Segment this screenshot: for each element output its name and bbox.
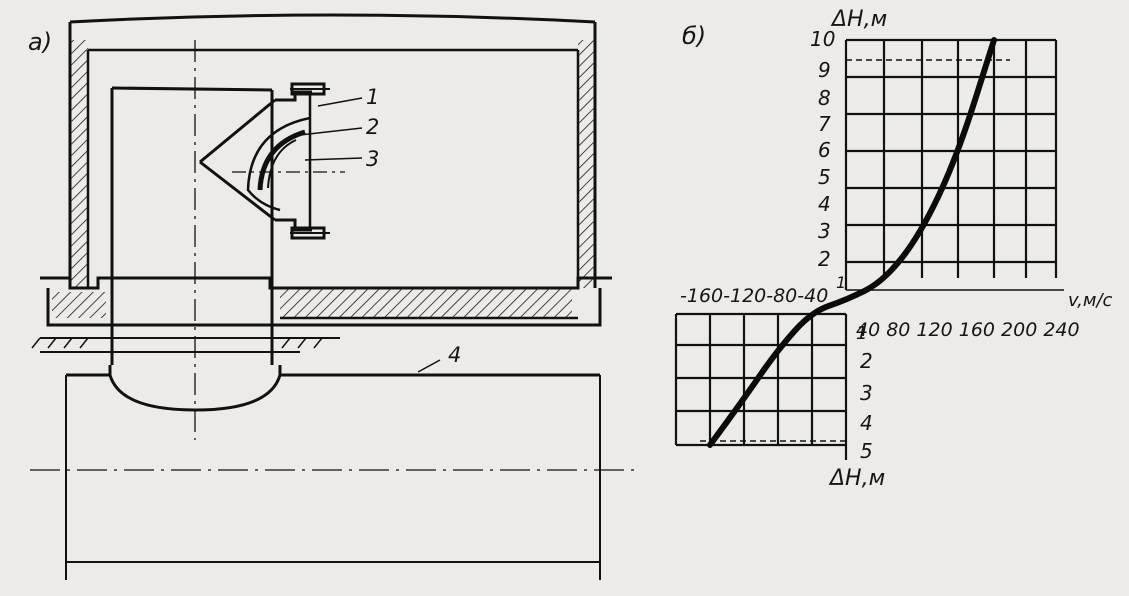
y-tick-2: 2 xyxy=(818,247,831,271)
callout-2: 2 xyxy=(366,115,379,139)
y-tick-lower-4: 4 xyxy=(860,411,873,435)
y-axis-bottom-label: ΔН,м xyxy=(828,466,885,491)
tank-housing xyxy=(68,13,597,288)
y-tick-6: 6 xyxy=(818,138,831,162)
y-tick-4: 4 xyxy=(818,192,831,216)
panel-b-label: б) xyxy=(682,22,706,50)
panel-a: а) xyxy=(28,13,640,580)
y-tick-3: 3 xyxy=(818,219,831,243)
callout-1: 1 xyxy=(366,85,379,109)
base-slab xyxy=(31,276,612,353)
y-ticks-upper: 10 9 8 7 6 5 4 3 2 1 xyxy=(810,27,846,292)
vertical-pipe xyxy=(110,40,274,440)
y-tick-8: 8 xyxy=(818,86,831,110)
x-ticks-negative: -160-120-80-40 xyxy=(680,285,828,307)
y-tick-7: 7 xyxy=(818,112,831,136)
y-ticks-lower: 1 2 3 4 5 xyxy=(856,323,873,463)
nozzle-assembly: 1 2 3 xyxy=(199,82,379,240)
y-tick-9: 9 xyxy=(818,58,831,82)
y-tick-5: 5 xyxy=(818,165,831,189)
y-tick-lower-2: 2 xyxy=(860,349,873,373)
horizontal-pipe: 4 xyxy=(30,343,640,580)
reference-lines xyxy=(700,59,1010,442)
panel-a-label: а) xyxy=(28,28,52,56)
y-tick-lower-5: 5 xyxy=(860,439,873,463)
x-axis-label: v,м/с xyxy=(1068,290,1113,311)
x-ticks-positive: 40 80 120 160 200 240 xyxy=(856,319,1080,341)
callout-4: 4 xyxy=(448,343,461,367)
callout-3: 3 xyxy=(366,147,379,171)
panel-b: б) xyxy=(674,7,1113,491)
y-axis-top-label: ΔН,м xyxy=(830,7,887,32)
y-tick-1: 1 xyxy=(836,273,846,292)
y-tick-lower-3: 3 xyxy=(860,381,873,405)
data-curve xyxy=(707,37,997,448)
y-tick-10: 10 xyxy=(810,27,835,51)
y-tick-lower-1: 1 xyxy=(856,323,867,344)
